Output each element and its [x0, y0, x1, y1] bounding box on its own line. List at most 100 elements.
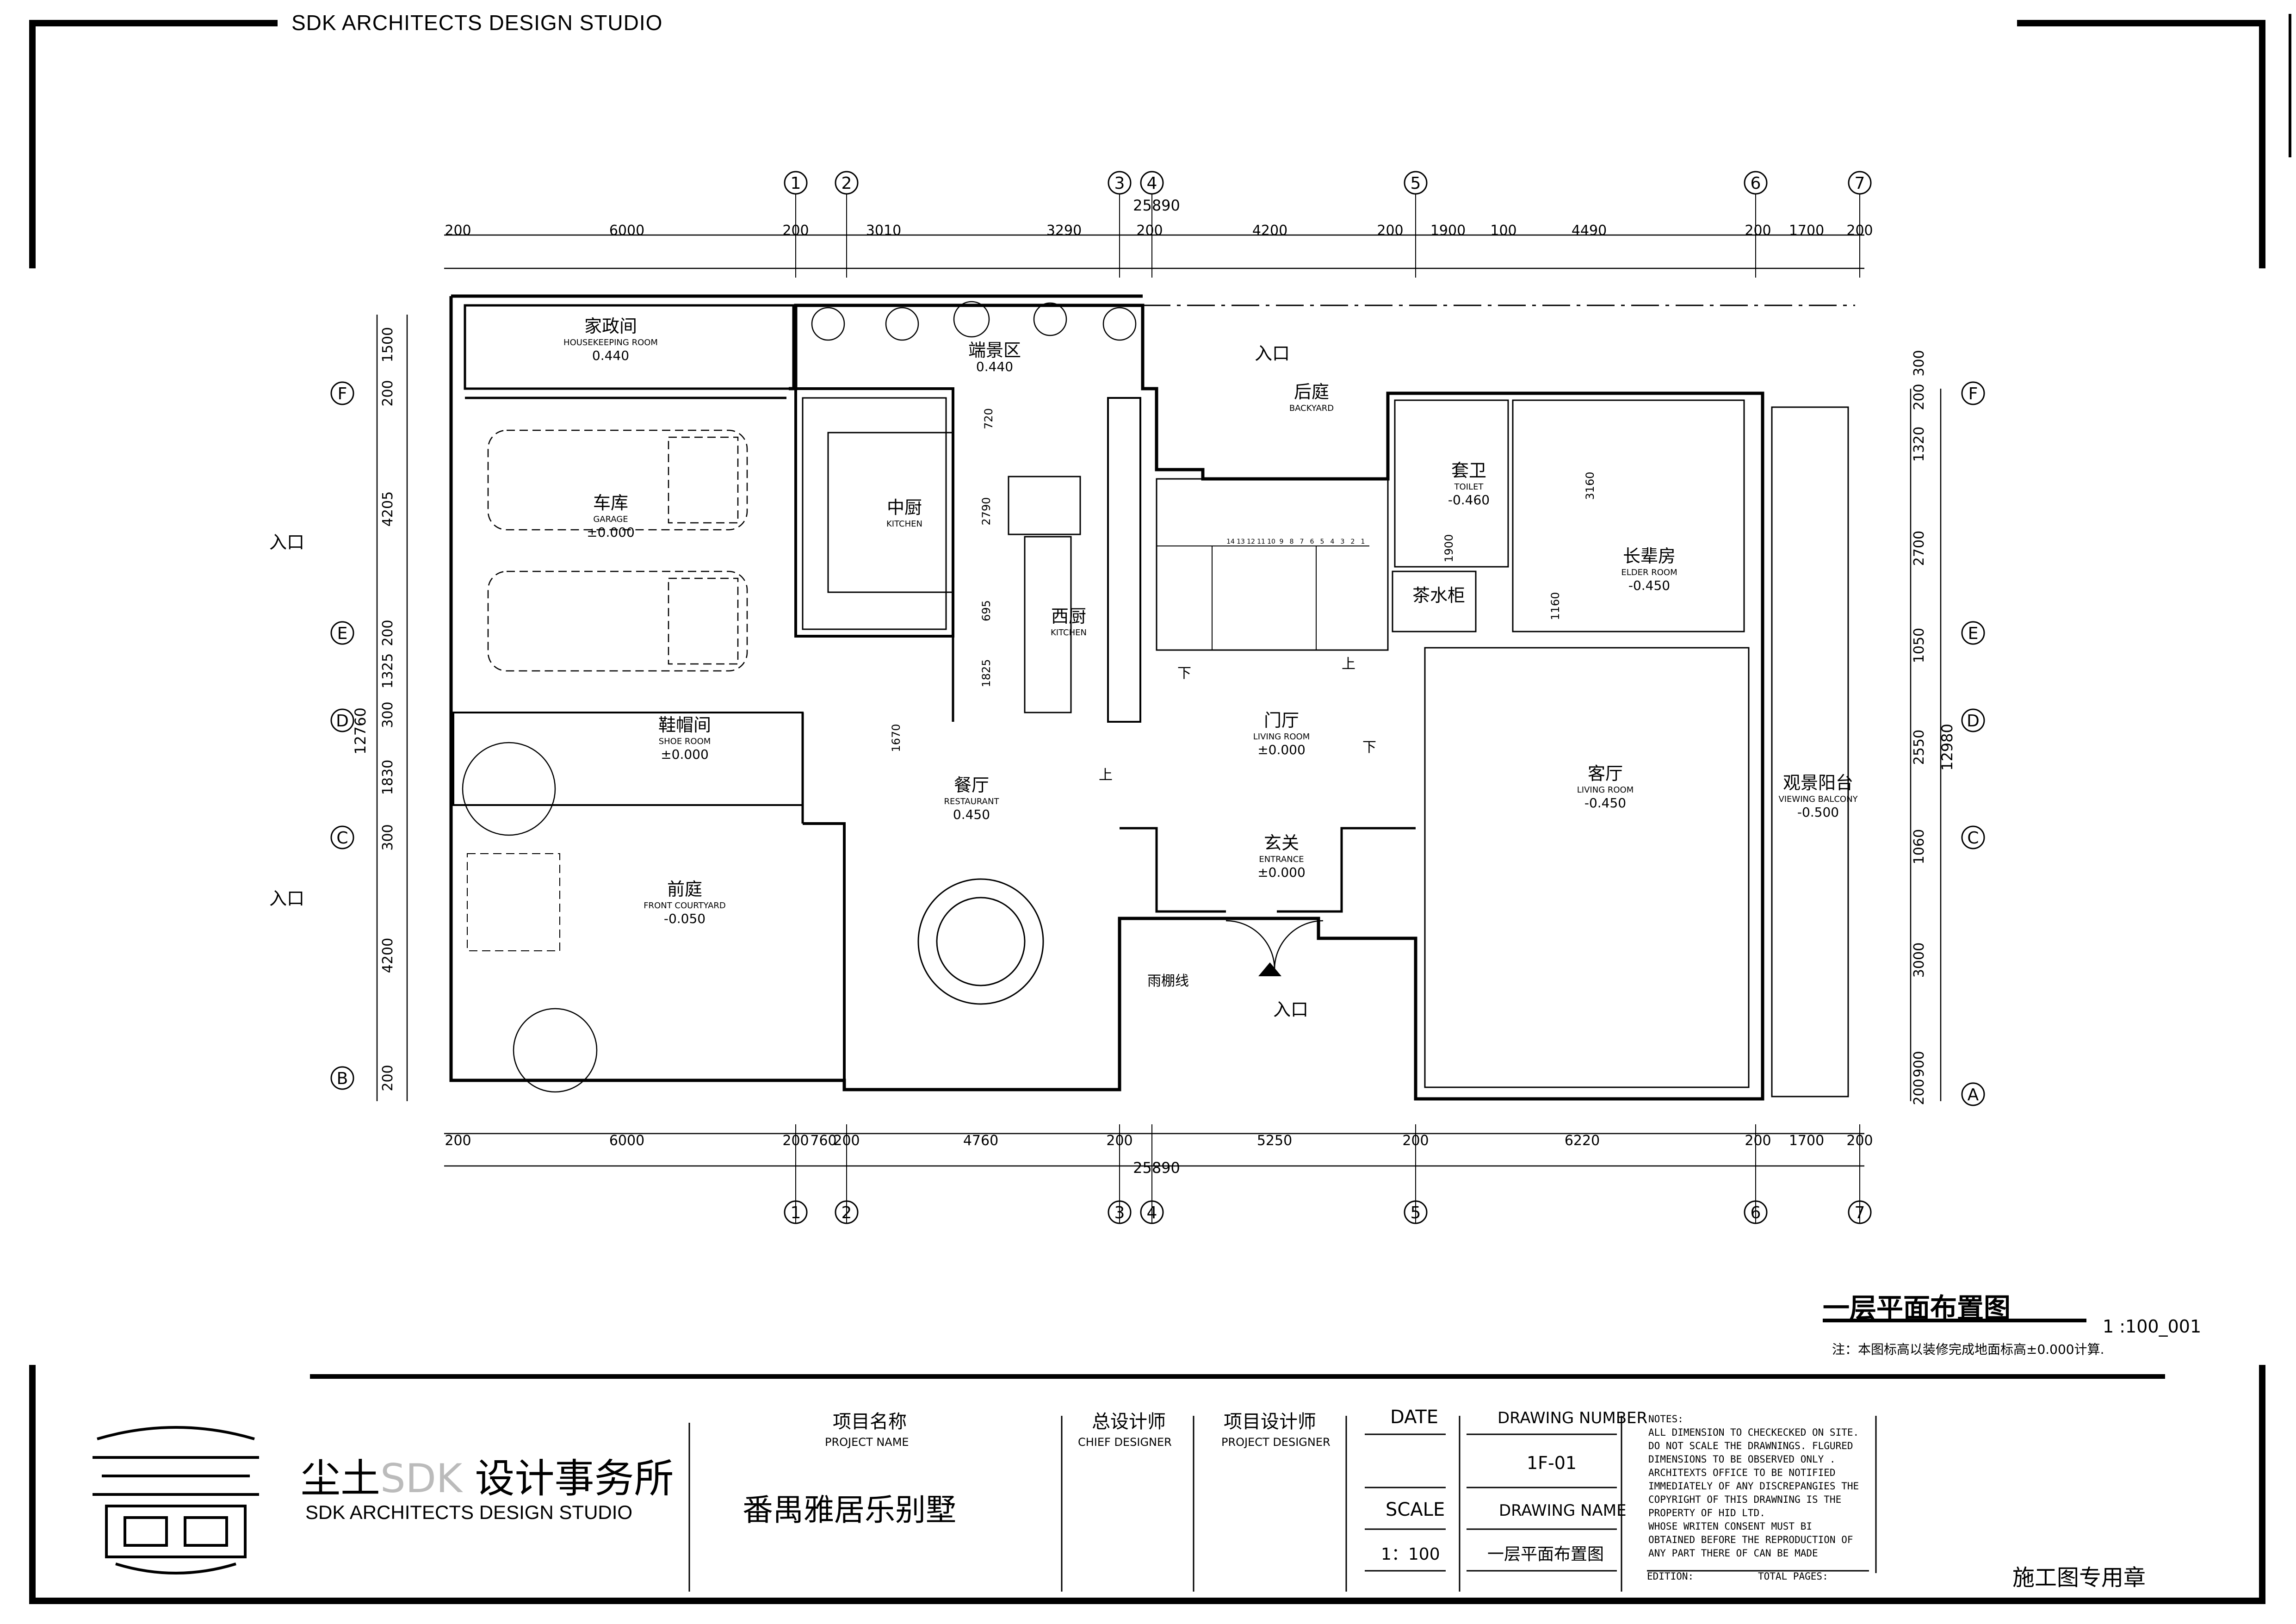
entry-arrow-icon [1258, 962, 1281, 976]
studio-name-cn-suffix: 设计事务所 [462, 1456, 674, 1502]
dim-right: 300 [1911, 350, 1927, 376]
room-name-cn: 端景区 [968, 340, 1021, 360]
dim-interior: 720 [982, 408, 995, 429]
dim-right: 200 [1911, 384, 1927, 410]
room-name-en: LIVING ROOM [1577, 785, 1634, 795]
room-level: -0.450 [1584, 795, 1626, 811]
grid-bubble-row [330, 708, 354, 732]
room-name-cn: 家政间 [584, 316, 637, 336]
room-name-cn: 中厨 [887, 497, 922, 518]
studio-name-cn: 尘土SDK 设计事务所 [301, 1446, 674, 1504]
dim-left: 1830 [380, 760, 396, 795]
grid-bubble-col-label: 1 [791, 174, 801, 193]
studio-name-en: SDK ARCHITECTS DESIGN STUDIO [305, 1501, 633, 1523]
stair-step-number: 8 [1290, 538, 1294, 545]
entry-label: 入口 [269, 532, 304, 552]
project-designer-label-en: PROJECT DESIGNER [1221, 1436, 1331, 1449]
grid-bubble-col-label: 3 [1114, 174, 1125, 193]
dim-top: 200 [1846, 223, 1873, 239]
dim-bottom: 6220 [1565, 1133, 1600, 1149]
notes-line: DO NOT SCALE THE DRAWNINGS. FLGURED [1648, 1440, 1853, 1451]
room-label: 茶水柜 [1412, 585, 1465, 606]
notes-line: ARCHITEXTS OFFICE TO BE NOTIFIED [1648, 1467, 1836, 1478]
project-name: 番禺雅居乐别墅 [743, 1492, 956, 1528]
dim-right: 1050 [1911, 628, 1927, 663]
stair-direction-label: 上 [1342, 656, 1355, 672]
room-name-cn: 玄关 [1264, 833, 1299, 853]
stair-step-number: 4 [1331, 538, 1335, 545]
room-name-en: SHOE ROOM [659, 737, 711, 746]
stair-step-number: 9 [1280, 538, 1284, 545]
room-name-en: GARAGE [593, 514, 628, 524]
room-name-cn: 鞋帽间 [658, 715, 711, 735]
grid-bubble-row [330, 621, 354, 645]
drawing-title-underline [1823, 1319, 2086, 1322]
elevation-note: 注：本图标高以装修完成地面标高±0.000计算. [1832, 1342, 2104, 1357]
room-name-cn: 前庭 [667, 879, 702, 899]
dim-left: 300 [380, 824, 396, 850]
room-name-cn: 客厅 [1588, 763, 1623, 784]
scale-value: 1：100 [1381, 1545, 1440, 1564]
stair-direction-label: 下 [1177, 665, 1191, 682]
dim-interior: 695 [980, 600, 993, 621]
stair-step-number: 2 [1351, 538, 1355, 545]
room-name-cn: 西厨 [1051, 606, 1086, 626]
drawing-name: 一层平面布置图 [1487, 1545, 1604, 1564]
stair-step-number: 14 [1226, 538, 1235, 545]
room-level: -0.450 [1628, 578, 1670, 593]
construction-stamp-label: 施工图专用章 [2012, 1565, 2146, 1591]
dim-bottom: 200 [833, 1133, 860, 1149]
grid-bubble-row [1961, 621, 1985, 645]
stair-step-number: 13 [1237, 538, 1245, 545]
dim-left: 200 [380, 620, 396, 646]
dim-interior: 1670 [890, 724, 903, 752]
room-name-cn: 长辈房 [1623, 546, 1676, 566]
room-name-en: BACKYARD [1289, 403, 1334, 413]
studio-name-cn-sdk: SDK [380, 1456, 463, 1502]
project-name-label: 项目名称 [833, 1411, 907, 1432]
project-designer-label: 项目设计师 [1224, 1411, 1316, 1432]
dim-left: 4205 [380, 491, 396, 527]
garage-cars [487, 429, 748, 672]
room-name-cn: 套卫 [1451, 460, 1486, 481]
dim-top: 200 [1745, 223, 1771, 239]
grid-bubble-row-label: F [338, 384, 347, 403]
dim-top: 4490 [1572, 223, 1607, 239]
stair-step-number: 5 [1320, 538, 1324, 545]
walls [449, 294, 1855, 1101]
room-name-en: VIEWING BALCONY [1778, 794, 1858, 804]
room-level: -0.050 [664, 911, 706, 926]
stair-step-number: 1 [1361, 538, 1365, 545]
dim-left: 4200 [380, 938, 396, 973]
notes-line: IMMEDIATELY OF ANY DISCREPANGIES THE [1648, 1481, 1859, 1492]
room-level: -0.460 [1448, 492, 1490, 508]
dim-top: 200 [1136, 223, 1163, 239]
dim-bottom: 200 [1846, 1133, 1873, 1149]
grid-bubble-row [1961, 1082, 1985, 1106]
entry-label: 入口 [269, 888, 304, 909]
dim-right: 1060 [1911, 829, 1927, 864]
dim-bottom-total: 25890 [1133, 1159, 1180, 1177]
dim-top-total: 25890 [1133, 197, 1180, 214]
grid-bubble-row-label: C [1967, 829, 1979, 848]
room-name-en: HOUSEKEEPING ROOM [563, 338, 658, 347]
dim-interior: 1900 [1442, 534, 1455, 562]
room-level: -0.500 [1797, 805, 1839, 820]
notes-line: WHOSE WRITEN CONSENT MUST BI [1648, 1521, 1813, 1532]
dim-interior: 3160 [1584, 471, 1597, 500]
notes-line: ANY PART THERE OF CAN BE MADE [1648, 1548, 1818, 1559]
dim-top: 1700 [1789, 223, 1824, 239]
dim-left: 200 [380, 1065, 396, 1091]
